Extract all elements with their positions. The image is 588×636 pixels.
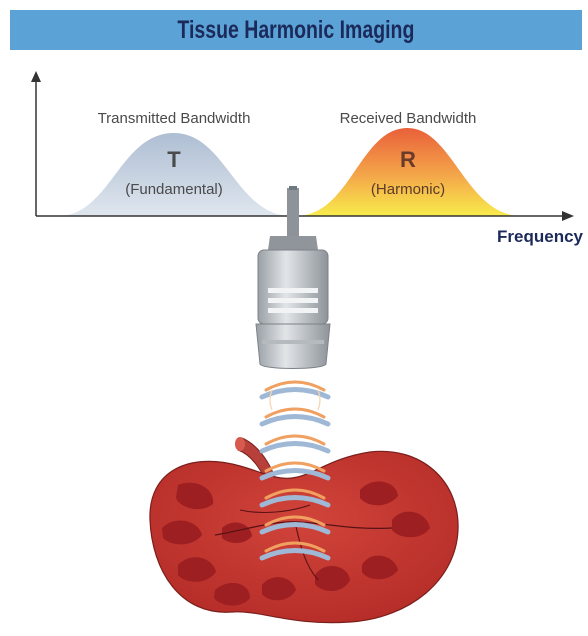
received-letter: R [400,147,416,172]
transmitted-bandwidth-curve [60,133,290,216]
x-axis-arrow [562,211,574,221]
transmitted-bandwidth-label: Transmitted Bandwidth [98,110,251,127]
fundamental-label: (Fundamental) [125,181,223,198]
transmitted-letter: T [167,147,181,172]
received-bandwidth-label: Received Bandwidth [340,110,477,127]
harmonic-label: (Harmonic) [371,181,445,198]
x-axis-label: Frequency [497,227,584,246]
y-axis-arrow [31,71,41,82]
